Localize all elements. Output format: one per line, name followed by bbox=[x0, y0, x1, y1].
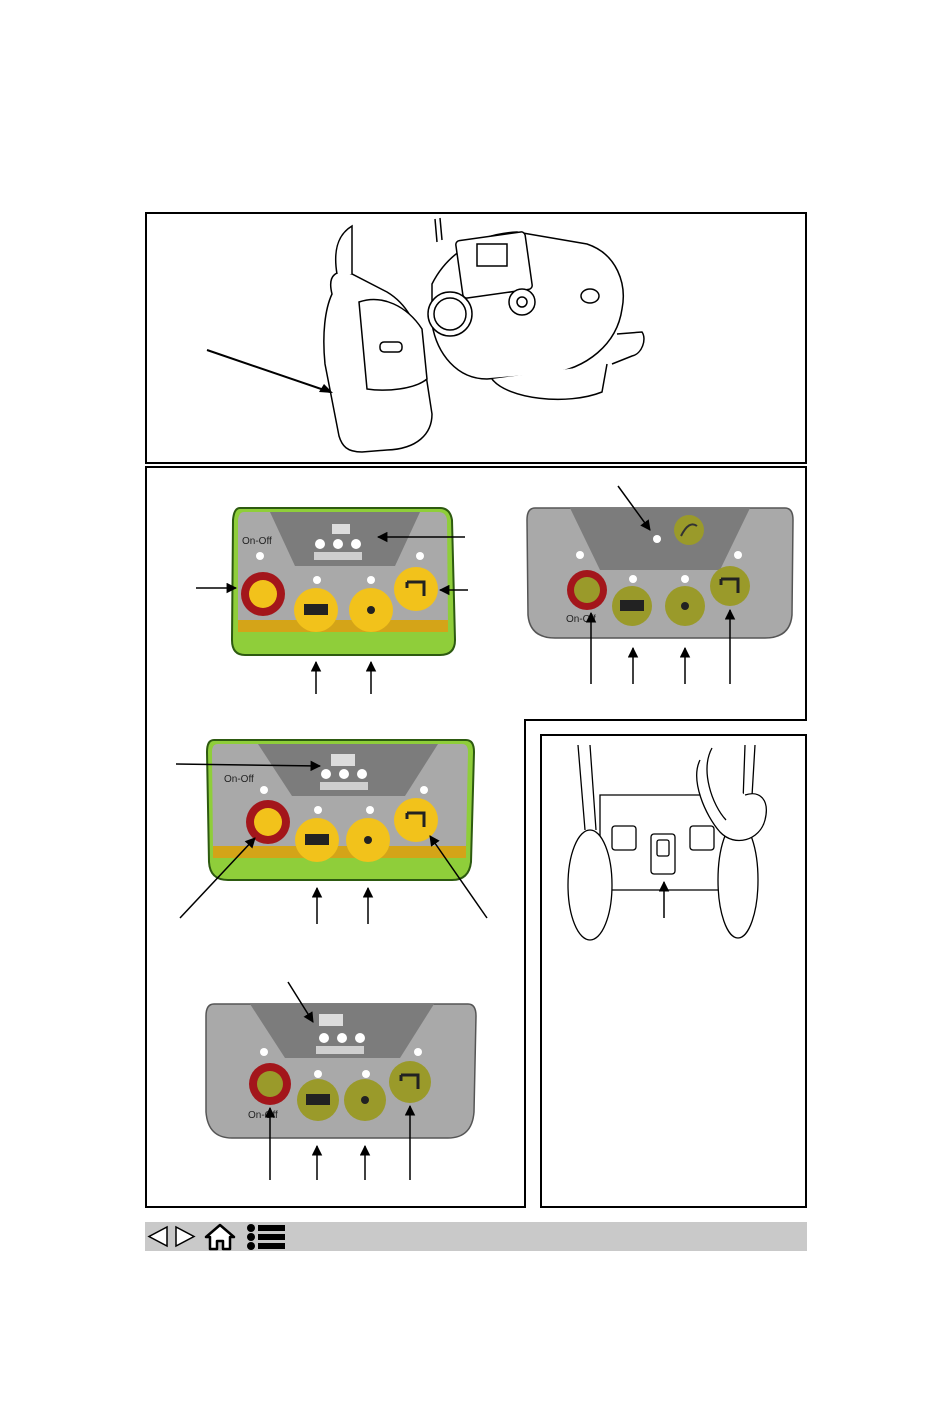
panel-d-water-button bbox=[389, 1061, 431, 1103]
next-page-button[interactable] bbox=[172, 1222, 198, 1251]
panel-b-water-button bbox=[394, 798, 438, 842]
rear-switch-illustration bbox=[568, 745, 766, 940]
next-page-icon bbox=[172, 1222, 198, 1251]
previous-page-icon bbox=[145, 1222, 171, 1251]
previous-page-button[interactable] bbox=[145, 1222, 171, 1251]
control-panel-b: On-Off bbox=[176, 740, 487, 924]
home-icon bbox=[203, 1222, 237, 1251]
panel-d-on-off-label: On-Off bbox=[248, 1110, 278, 1121]
control-panel-d: On-Off bbox=[206, 982, 476, 1180]
panel-c-water-button bbox=[710, 566, 750, 606]
panel-a-on-off-label: On-Off bbox=[242, 536, 272, 547]
navigation-bar bbox=[145, 1222, 807, 1251]
table-of-contents-button[interactable] bbox=[245, 1222, 287, 1251]
home-button[interactable] bbox=[203, 1222, 237, 1251]
table-of-contents-icon bbox=[245, 1222, 287, 1251]
control-panel-c: On-Off bbox=[527, 486, 793, 684]
control-panel-a: On-Off bbox=[196, 508, 468, 694]
panel-a-water-button bbox=[394, 567, 438, 611]
panel-b-on-off-label: On-Off bbox=[224, 774, 254, 785]
